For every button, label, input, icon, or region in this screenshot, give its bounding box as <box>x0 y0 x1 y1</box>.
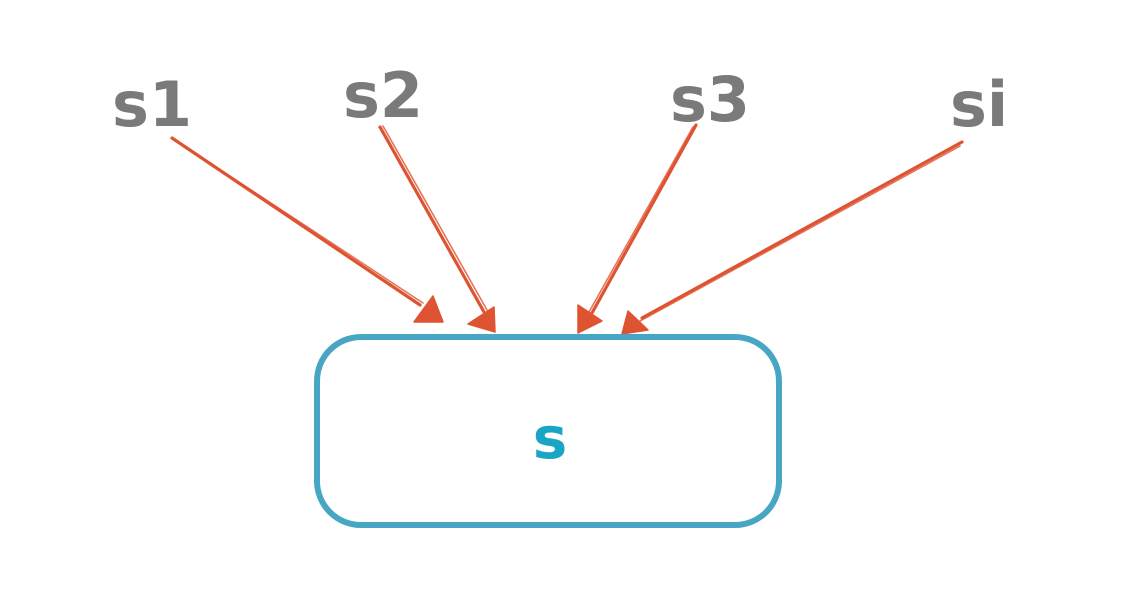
edge-line <box>378 125 486 314</box>
source-label-s2: s2 <box>343 59 423 132</box>
arrow-head <box>413 295 444 323</box>
edge-s1-to-s <box>170 136 444 323</box>
source-label-s3: s3 <box>670 63 750 136</box>
source-label-s1: s1 <box>112 68 192 141</box>
source-label-si: si <box>950 68 1008 141</box>
edge-s3-to-s <box>577 123 698 334</box>
arrow-head <box>577 304 603 334</box>
edge-line-sketch <box>588 126 694 313</box>
target-label-s: s <box>533 404 568 472</box>
edge-line <box>590 123 698 315</box>
edge-line-sketch <box>382 125 488 311</box>
arrow-head <box>467 306 496 333</box>
arrow-head <box>621 310 649 335</box>
edge-line-sketch <box>639 145 961 322</box>
target-box <box>314 334 782 528</box>
edge-line-sketch <box>174 139 424 304</box>
edge-line <box>640 140 964 320</box>
edge-si-to-s <box>621 140 964 335</box>
edge-s2-to-s <box>378 125 496 333</box>
